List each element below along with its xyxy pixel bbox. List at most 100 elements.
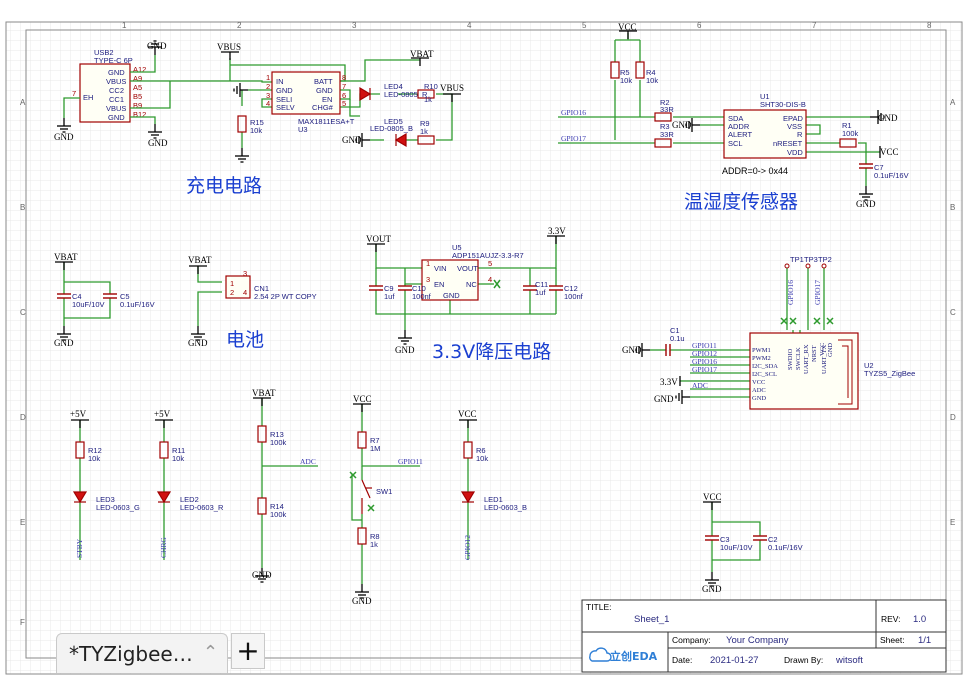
sensor-wires [558,33,880,186]
r12-val: 10k [88,454,100,463]
tab-document[interactable]: *TYZigbee… ⌃ [56,633,228,673]
gnd-label: GND [878,113,898,123]
charger-pin: BATT [314,77,333,86]
vbat-label: VBAT [252,388,276,398]
gnd-label: GND [856,199,876,209]
col-marker: 6 [697,21,702,30]
ldo-ic[interactable]: U5 ADP151AUJZ-3.3-R7 VIN EN GND VOUT NC … [421,243,524,301]
zigbee-module[interactable]: PWM1 PWM2 I2C_SDA I2C_SCL VCC ADC GND SW… [749,332,915,410]
vcc-decoupling[interactable]: VCC C3 10uF/10V C2 0.1uF/16V GND [702,492,803,594]
r5-ref: R5 [620,68,630,77]
usb-eh-pin: 7 [72,89,76,98]
row-marker: F [20,618,25,627]
battery-connector[interactable]: 1 2 3 4 CN1 2.54 2P WT COPY VBAT GND [188,255,317,348]
r7-val: 1M [370,444,380,453]
c1-val: 0.1u [670,334,685,343]
zigbee-pin: I2C_SDA [752,363,778,370]
charger-pin: SELI [276,95,292,104]
usb-connector[interactable]: USB2 TYPE-C 6P EH 7 GND VBUS CC2 CC1 VBU… [72,48,146,123]
charger-ref: U3 [298,125,308,134]
charger-pin-num: 4 [266,99,270,108]
zigbee-pin: GND [752,395,766,402]
sht-ref: U1 [760,92,770,101]
col-marker: 4 [467,21,472,30]
sht-pin: EPAD [783,114,803,123]
charger-value: MAX1811ESA+T [298,117,355,126]
zigbee-pin: PWM1 [752,347,771,354]
charger-pin-num: 1 [266,73,270,82]
zigbee-top-pin: SWCLK [795,347,802,370]
cn1-ref: CN1 [254,284,269,293]
r7-ref: R7 [370,436,380,445]
net-gpio17: GPIO17 [561,134,586,143]
sht30-ic[interactable]: U1 SHT30-DIS-B SDA ADDR ALERT SCL EPAD V… [723,92,807,159]
led-stby[interactable]: +5V R12 10k LED3 LED-0603_G STBY [70,409,140,560]
sensor-power-symbols: VCC GND GND GND VCC [618,22,899,209]
row-marker: A [20,98,26,107]
charger-pin: EN [322,95,332,104]
sheet-label: Sheet: [880,635,905,645]
vout-label: VOUT [366,234,391,244]
adc-divider[interactable]: VBAT R13 100k R14 100k ADC GND [252,388,318,583]
ldo-pin-en: EN [434,280,444,289]
zigbee-top-pin: UART_RX [803,344,810,374]
led5-ref: LED5 [384,117,403,126]
charger-passives[interactable]: R15 10k LED4 LED-0805_R R10 1k LED5 LED-… [237,82,438,148]
gnd-label: GND [188,338,208,348]
sensor-net-labels: GPIO16 GPIO17 [561,108,586,143]
ldo-caps[interactable]: C9 1uf C10 100nf C11 1uf C12 100nf VOUT … [366,226,584,355]
ldo-pin-vout: VOUT [457,264,478,273]
col-marker: 8 [927,21,932,30]
zigbee-passives[interactable]: C1 0.1u TP1 TP3 TP2 [665,255,834,356]
row-marker: D [20,413,26,422]
cn1-value: 2.54 2P WT COPY [254,292,317,301]
led-chrg[interactable]: +5V R11 10k LED2 LED-0603_R CHRG [154,409,224,560]
charger-ic[interactable]: IN GND SELI SELV BATT GND EN CHG# 1 2 3 … [266,71,355,134]
charger-pin-num: 8 [342,73,346,82]
usb-value: TYPE-C 6P [94,56,133,65]
vcc-label: VCC [880,147,899,157]
r14-val: 100k [270,510,287,519]
net-adc: ADC [300,457,316,466]
col-marker: 7 [812,21,817,30]
gnd-label: GND [54,338,74,348]
vcc-label: VCC [618,22,637,32]
date-value: 2021-01-27 [710,655,759,666]
zigbee-labels: GPIO11 GPIO12 GPIO16 GPIO17 ADC GPIO16 G… [692,280,822,390]
gnd-label: GND [622,345,642,355]
vcc-label: VCC [458,409,477,419]
r3-ref: R3 [660,122,670,131]
usb-pin: CC1 [109,95,124,104]
led5-val: LED-0805_B [370,124,413,133]
net-gpio12: GPIO12 [463,535,472,560]
usb-pin: GND [108,113,125,122]
vbat-caps[interactable]: C4 10uF/10V C5 0.1uF/16V VBAT GND [54,252,155,348]
row-marker: C [950,308,956,317]
gnd-label: GND [148,138,168,148]
usb-pin: VBUS [106,77,126,86]
tab-document-label: *TYZigbee… [69,642,193,666]
led-blue[interactable]: VCC R6 10k LED1 LED-0603_B GPIO12 [458,409,527,560]
r1-ref: R1 [842,121,852,130]
c12-ref: C12 [564,284,578,293]
section-headings: 充电电路 电池 3.3V降压电路 温湿度传感器 [186,175,798,363]
row-marker: B [20,203,25,212]
r13-ref: R13 [270,430,284,439]
r6-ref: R6 [476,446,486,455]
sensor-passives[interactable]: R5 10k R4 10k R2 33R R3 33R R1 100k C7 0… [610,61,909,180]
heading-battery: 电池 [226,329,264,351]
net-gpio17: GPIO17 [692,365,717,374]
chevron-up-icon[interactable]: ⌃ [203,642,219,662]
r12-ref: R12 [88,446,102,455]
r2-val: 33R [660,105,674,114]
add-tab-button[interactable]: + [231,633,265,669]
column-markers: 1 2 3 4 5 6 7 8 A B C D E F A B C D E [20,21,956,627]
net-gpio11: GPIO11 [692,341,717,350]
usb-pin-num: B12 [133,110,146,119]
row-marker: E [950,518,955,527]
button-circuit[interactable]: VCC R7 1M SW1 R8 1k GPIO11 GND [349,394,423,606]
usb-pin-num: A9 [133,74,142,83]
title-value: Sheet_1 [634,614,669,625]
led2-ref: LED2 [180,495,199,504]
